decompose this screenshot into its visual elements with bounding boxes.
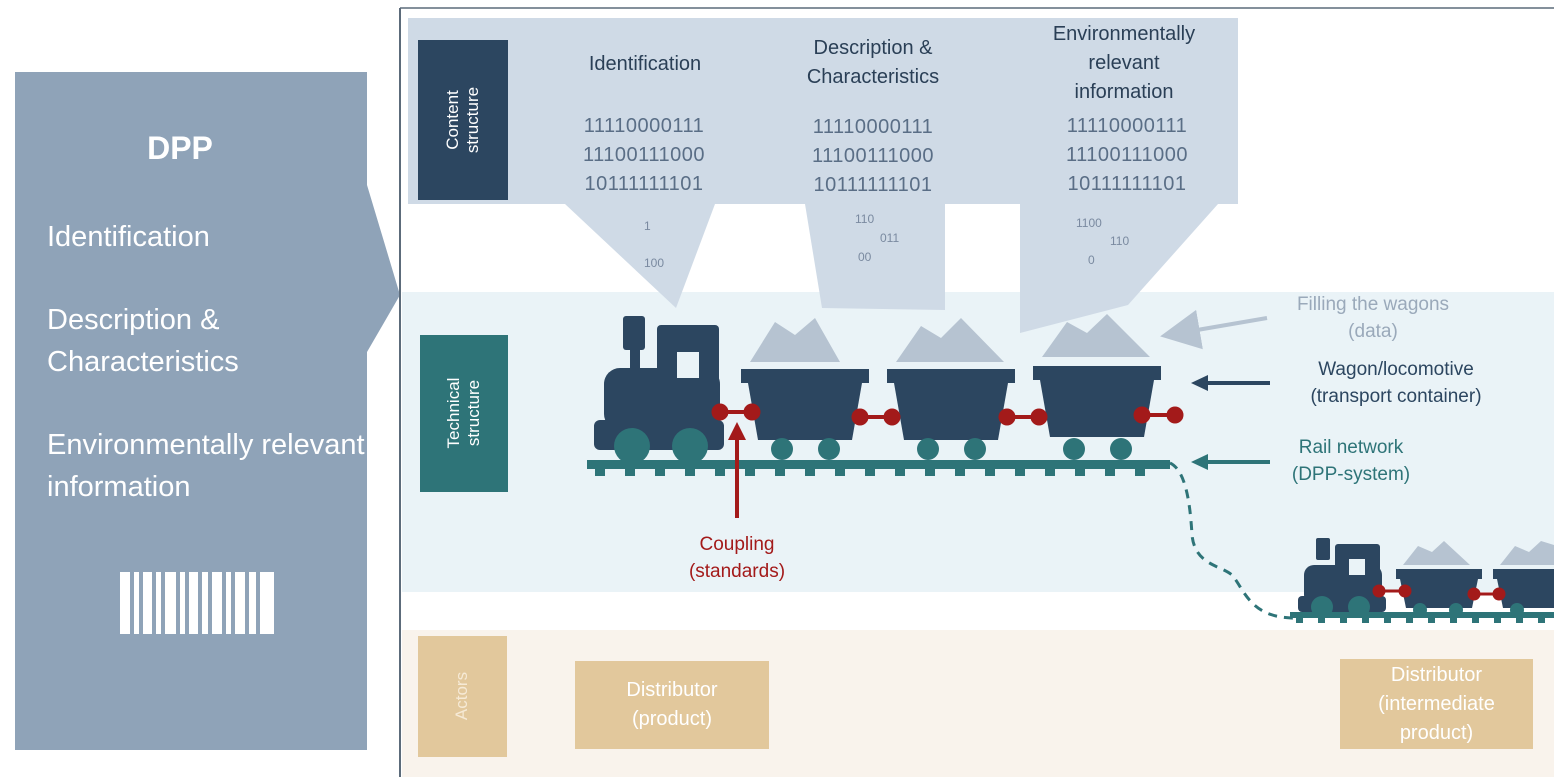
binary-line: 11110000111 bbox=[1066, 115, 1188, 137]
binary-line: 11110000111 bbox=[583, 115, 705, 137]
content-label-line2: structure bbox=[463, 86, 482, 154]
actor-distributor-intermediate: Distributor (intermediate product) bbox=[1340, 659, 1533, 749]
bits-label: 00 bbox=[858, 250, 872, 264]
category-title-line: relevant bbox=[1088, 52, 1160, 74]
barcode-icon bbox=[120, 572, 274, 634]
rail-track bbox=[587, 460, 1170, 476]
category-description-title: Description & Characteristics bbox=[773, 34, 973, 92]
binary-line: 11100111000 bbox=[583, 144, 705, 166]
binary-line: 10111111101 bbox=[584, 173, 704, 195]
binary-block-description: 11110000111 11100111000 10111111101 bbox=[778, 113, 968, 200]
annotation-line: (transport container) bbox=[1310, 386, 1482, 407]
actor-line: (intermediate bbox=[1378, 692, 1495, 715]
actor-line: (product) bbox=[631, 708, 712, 730]
category-title-line: Description & bbox=[813, 37, 933, 59]
annotation-line: Filling the wagons bbox=[1296, 294, 1450, 315]
dpp-panel bbox=[15, 72, 400, 750]
locomotive-wheels bbox=[614, 428, 708, 464]
annotation-line: (standards) bbox=[688, 561, 786, 582]
binary-line: 11110000111 bbox=[812, 116, 934, 138]
coupling-arrow bbox=[728, 422, 746, 518]
bits-label: 110 bbox=[855, 212, 875, 226]
filling-arrow bbox=[1160, 309, 1268, 350]
content-structure-box bbox=[418, 40, 508, 200]
coupling-annotation: Coupling (standards) bbox=[657, 531, 817, 585]
rail-connection-dashed bbox=[1169, 461, 1301, 620]
actor-distributor-product: Distributor (product) bbox=[575, 661, 769, 749]
annotation-line: (DPP-system) bbox=[1291, 464, 1411, 485]
wagon-arrow bbox=[1191, 375, 1270, 391]
couplings bbox=[711, 403, 1184, 426]
annotation-line: Wagon/locomotive bbox=[1318, 359, 1474, 380]
locomotive-window bbox=[677, 352, 699, 378]
actor-line: Distributor bbox=[1390, 663, 1483, 686]
category-title-line: information bbox=[1074, 81, 1174, 103]
binary-block-identification: 11110000111 11100111000 10111111101 bbox=[549, 112, 739, 199]
bits-label: 1100 bbox=[1076, 216, 1102, 230]
category-title-line: Identification bbox=[588, 53, 702, 75]
rail-annotation: Rail network (DPP-system) bbox=[1266, 434, 1436, 488]
actors-label: Actors bbox=[452, 671, 471, 721]
annotation-line: (data) bbox=[1348, 321, 1398, 342]
category-environmental-title: Environmentally relevant information bbox=[1024, 20, 1224, 107]
wagon-3 bbox=[1033, 314, 1161, 460]
content-structure-label: Content structure bbox=[443, 70, 483, 170]
filling-annotation: Filling the wagons (data) bbox=[1268, 291, 1478, 345]
annotation-line: Coupling bbox=[699, 534, 775, 555]
wagon-1 bbox=[741, 318, 869, 460]
binary-line: 11100111000 bbox=[812, 145, 934, 167]
technical-label-line1: Technical bbox=[444, 377, 463, 449]
rail-arrow bbox=[1191, 454, 1270, 470]
technical-structure-box bbox=[420, 335, 508, 492]
binary-line: 10111111101 bbox=[813, 174, 933, 196]
actor-line: Distributor bbox=[626, 679, 718, 701]
wagon-2 bbox=[887, 318, 1015, 460]
technical-label-line2: structure bbox=[464, 379, 483, 447]
small-train bbox=[1290, 538, 1554, 623]
actors-box bbox=[418, 636, 507, 757]
binary-line: 11100111000 bbox=[1066, 144, 1188, 166]
dpp-item-identification: Identification bbox=[47, 221, 210, 253]
content-bubble bbox=[408, 18, 1238, 333]
bits-label: 110 bbox=[1110, 234, 1130, 248]
bits-label: 1 bbox=[644, 219, 651, 233]
binary-block-environmental: 11110000111 11100111000 10111111101 bbox=[1032, 112, 1222, 199]
content-label-line1: Content bbox=[443, 90, 462, 150]
dpp-title: DPP bbox=[147, 130, 213, 166]
annotation-line: Rail network bbox=[1298, 437, 1404, 458]
category-identification-title: Identification bbox=[545, 50, 745, 79]
actor-line: product) bbox=[1399, 721, 1474, 744]
dpp-panel-text: DPP Identification Description & Charact… bbox=[15, 72, 367, 750]
technical-structure-label: Technical structure bbox=[444, 363, 484, 463]
bits-label: 0 bbox=[1088, 253, 1095, 267]
bits-label: 011 bbox=[880, 231, 900, 245]
dpp-item-description: Description & Characteristics bbox=[47, 304, 239, 378]
dpp-item-environmental: Environmentally relevant information bbox=[47, 429, 365, 503]
binary-line: 10111111101 bbox=[1067, 173, 1187, 195]
wagon-annotation: Wagon/locomotive (transport container) bbox=[1276, 356, 1516, 410]
category-title-line: Environmentally bbox=[1052, 23, 1196, 45]
category-title-line: Characteristics bbox=[806, 66, 940, 88]
bits-label: 100 bbox=[644, 256, 665, 270]
